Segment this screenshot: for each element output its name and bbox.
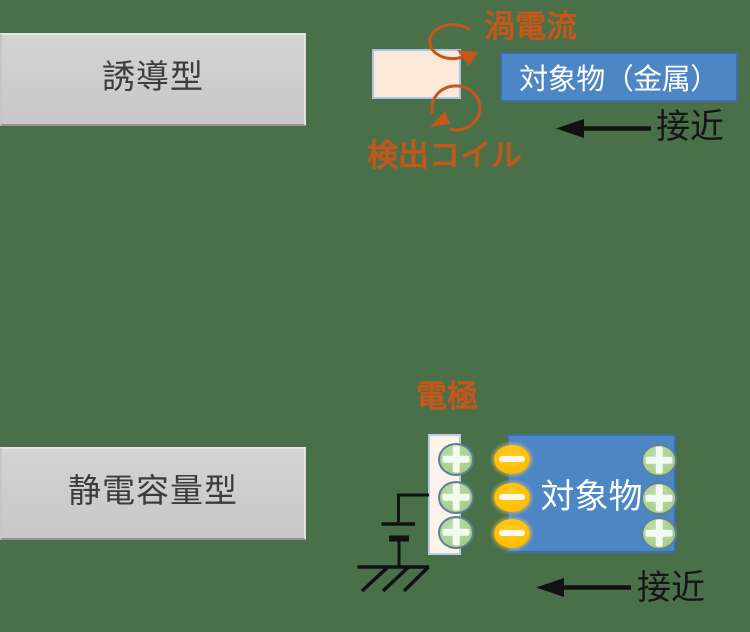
approach-arrow-top (556, 119, 651, 138)
electrode-label: 電極 (416, 379, 478, 414)
capacitive-type-label: 静電容量型 (68, 471, 238, 509)
target-far-charges (641, 442, 677, 554)
inductive-type-label: 誘導型 (102, 57, 204, 95)
plus-charge-icon (438, 442, 474, 476)
plus-charge-icon (641, 516, 677, 550)
capacitive-type-panel: 静電容量型 (0, 447, 306, 540)
target-object-metal-box: 対象物（金属） (500, 52, 738, 102)
eddy-current-arrow-bottom (430, 84, 482, 132)
target-surface-charges (494, 441, 530, 553)
target-object-label: 対象物 (540, 478, 643, 516)
approach-label-top: 接近 (656, 108, 724, 146)
approach-arrow-bottom (536, 578, 631, 597)
eddy-current-label: 渦電流 (484, 9, 577, 44)
target-object-metal-label: 対象物（金属） (519, 64, 719, 96)
ground-symbol (357, 493, 430, 593)
electrode-charges (438, 441, 474, 553)
minus-charge-icon (494, 482, 530, 512)
approach-label-bottom: 接近 (637, 569, 705, 607)
eddy-current-arrow-top (428, 23, 478, 66)
plus-charge-icon (438, 515, 474, 549)
plus-charge-icon (438, 480, 474, 514)
minus-charge-icon (494, 518, 530, 548)
detection-coil-label: 検出コイル (367, 138, 522, 173)
plus-charge-icon (641, 443, 677, 477)
inductive-type-panel: 誘導型 (0, 33, 306, 126)
plus-charge-icon (641, 481, 677, 515)
minus-charge-icon (494, 444, 530, 474)
